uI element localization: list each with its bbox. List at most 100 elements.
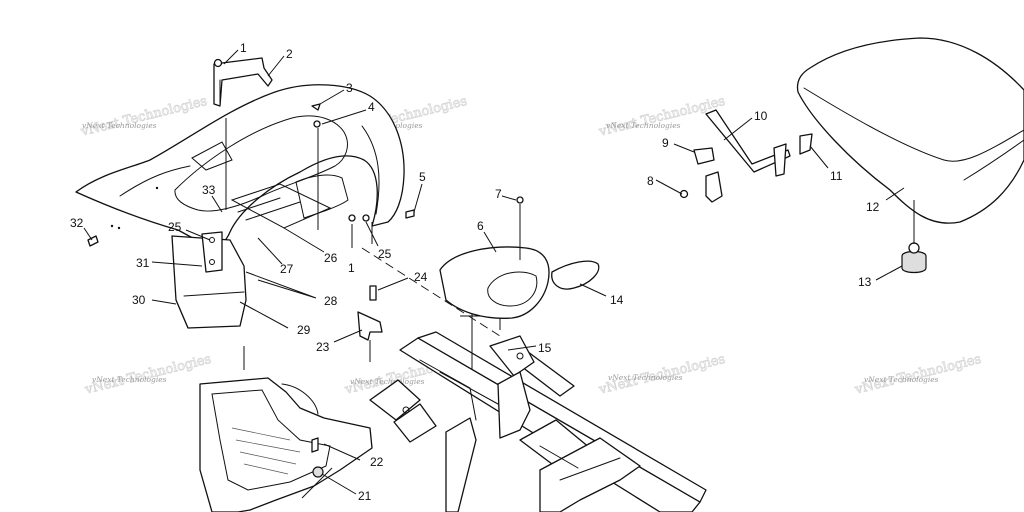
leader-8 [655, 179, 683, 195]
leader-28 [245, 271, 317, 299]
leader-30 [151, 299, 177, 305]
screw-8 [679, 189, 689, 199]
callout-6: 6 [477, 219, 484, 233]
callout-30: 30 [132, 293, 146, 307]
callout-13: 13 [858, 275, 872, 289]
callout-28: 28 [324, 294, 338, 308]
tray-ribs [231, 427, 301, 475]
washer-25 [362, 214, 370, 222]
leader-27 [257, 237, 283, 265]
storage-box-recess [487, 271, 538, 307]
leader-14 [579, 283, 607, 297]
leader-7 [501, 195, 517, 201]
frame-hole [402, 406, 410, 414]
callout-15: 15 [538, 341, 552, 355]
storage-box-cap [551, 260, 600, 290]
screw-5 [405, 209, 415, 219]
watermark-text: vNext Technologies [92, 375, 167, 384]
callout-1: 1 [240, 41, 247, 55]
frame-upright [497, 371, 531, 439]
callout-33: 33 [202, 183, 216, 197]
screw-3 [311, 103, 321, 111]
callout-10: 10 [754, 109, 768, 123]
fender-rivet [155, 186, 159, 190]
latch-hook-right [773, 143, 787, 177]
callout-26: 26 [324, 251, 338, 265]
fender-recess [191, 141, 233, 171]
frame-lower-structure [539, 437, 641, 512]
leader-lines [83, 49, 905, 499]
callout-21: 21 [358, 489, 372, 503]
callout-22: 22 [370, 455, 384, 469]
callout-7: 7 [495, 187, 502, 201]
leader-9 [673, 143, 695, 153]
callout-11: 11 [830, 169, 843, 183]
callout-1-lower: 1 [348, 261, 355, 275]
callout-5: 5 [419, 170, 426, 184]
callout-14: 14 [610, 293, 624, 307]
leader-22 [323, 443, 361, 461]
tray-floor [211, 389, 331, 491]
leader-4 [321, 109, 367, 125]
grab-handle [213, 57, 273, 107]
leader-6 [483, 231, 497, 253]
nut-1-lower [348, 214, 356, 222]
fender-rivet [110, 224, 114, 228]
leader-2 [267, 55, 285, 77]
seat-edge [963, 139, 1024, 181]
seat-bumper-knob [908, 242, 920, 254]
callout-2: 2 [286, 47, 293, 61]
screw-32 [87, 235, 99, 247]
leader-26 [283, 227, 325, 253]
callout-3: 3 [346, 81, 353, 95]
watermark-text: vNext Technologies [608, 373, 683, 382]
leader-33 [211, 195, 223, 213]
seat-latch-parts [679, 109, 813, 203]
footwell-tray [199, 377, 373, 512]
callout-25-right: 25 [378, 247, 392, 261]
rear-fender [75, 57, 415, 370]
frame-shock-mount [489, 335, 535, 377]
frame-braces [419, 359, 499, 421]
watermark-text: vNext Technologies [350, 377, 425, 386]
fender-ribs [237, 197, 301, 221]
frame [351, 224, 707, 512]
latch-cable-10 [705, 109, 791, 173]
storage-box [348, 196, 600, 319]
leader-25b [365, 221, 379, 247]
fender-shell [75, 84, 405, 247]
bolt-24 [369, 285, 377, 301]
leader-3 [319, 89, 345, 105]
callout-12: 12 [866, 200, 880, 214]
watermark-text: vNext Technologies [82, 121, 157, 130]
seat-seam [803, 87, 1024, 162]
frame-tubes [539, 445, 621, 481]
washer-4 [313, 120, 321, 128]
leader-24 [377, 277, 409, 291]
latch-bracket-23 [357, 311, 383, 341]
leader-23 [333, 329, 363, 343]
latch-spring-11 [799, 133, 813, 155]
fender-rivet [117, 226, 121, 230]
callout-27: 27 [280, 262, 294, 276]
callout-31: 31 [136, 256, 150, 270]
seat-bumper-13 [901, 250, 927, 274]
watermark-ghost: vNext Technologies [79, 94, 209, 140]
leader-31 [151, 261, 203, 267]
tray-screw [311, 437, 319, 453]
watermark-text: vNext Technologies [606, 121, 681, 130]
leader-13 [875, 265, 903, 281]
tray-grommet [312, 466, 324, 478]
latch-plate-9 [693, 147, 715, 165]
side-panel-crease [183, 291, 245, 297]
fender-bracket [201, 231, 223, 273]
leader-25a [185, 229, 211, 241]
leader-11 [809, 145, 829, 169]
tray-lip [281, 383, 319, 415]
callout-labels: 1 2 3 4 5 6 7 8 9 10 11 12 13 14 15 1 21… [70, 41, 880, 503]
leader-12 [885, 187, 905, 201]
storage-box-body [439, 246, 550, 319]
fender-edge-line [119, 165, 191, 197]
watermark-text: vNext Technologies [864, 375, 939, 384]
